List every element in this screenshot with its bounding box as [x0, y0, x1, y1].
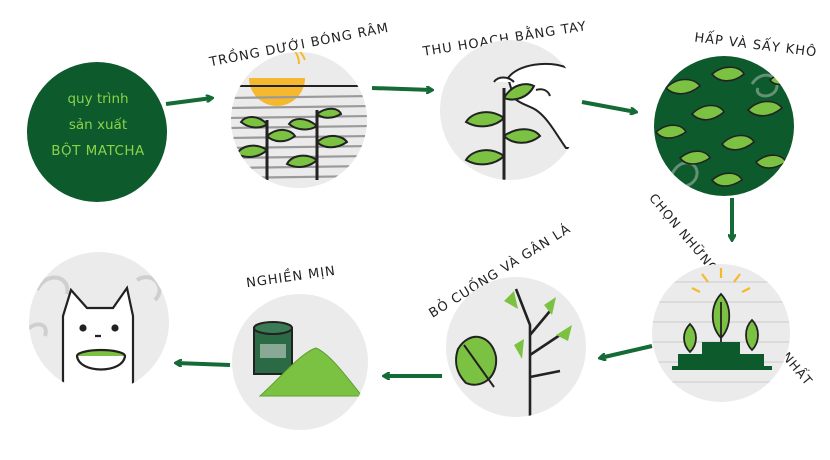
step-circle-steam — [654, 56, 794, 196]
step-circle-grind — [232, 294, 368, 430]
arrow-harvest-to-steam — [581, 100, 636, 112]
start-title: quy trình sản xuất BỘT MATCHA — [38, 86, 158, 164]
powder-pile-icon — [258, 347, 364, 397]
start-line-2: sản xuất — [68, 117, 128, 133]
cat-icon — [61, 285, 135, 392]
matcha-jar-icon — [253, 321, 293, 375]
podium-icon — [672, 342, 772, 370]
arrow-grind-to-end — [176, 363, 231, 365]
start-line-3: BỘT MATCHA — [51, 143, 145, 159]
arrow-shade-to-harvest — [371, 88, 432, 90]
step-circle-harvest — [440, 40, 580, 180]
leaf-icon — [502, 83, 536, 101]
arrow-start-to-shade — [165, 98, 212, 106]
step-circle-shade — [231, 52, 367, 188]
arrow-select-to-destem — [600, 344, 653, 358]
end-circle — [29, 252, 169, 392]
start-circle — [27, 62, 167, 202]
tea-plant-icon — [235, 107, 349, 180]
step-circle-destem — [446, 277, 586, 417]
step-circle-select — [652, 264, 790, 402]
start-line-1: quy trình — [67, 91, 129, 107]
